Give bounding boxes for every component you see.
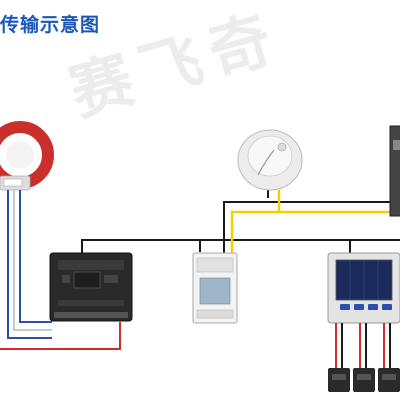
din-module-icon (192, 252, 238, 324)
smoke-detector-icon (237, 129, 303, 191)
diagram-title: 传输示意图 (0, 14, 101, 36)
wall-panel-icon (389, 125, 400, 217)
display-terminal-icon (327, 252, 400, 324)
control-unit-icon (49, 252, 133, 322)
probe-wires (335, 323, 391, 368)
ring-wires (0, 190, 121, 350)
bus-lines (81, 190, 400, 254)
red-ring-sensor-icon (0, 121, 54, 191)
probe-icon (328, 368, 400, 392)
